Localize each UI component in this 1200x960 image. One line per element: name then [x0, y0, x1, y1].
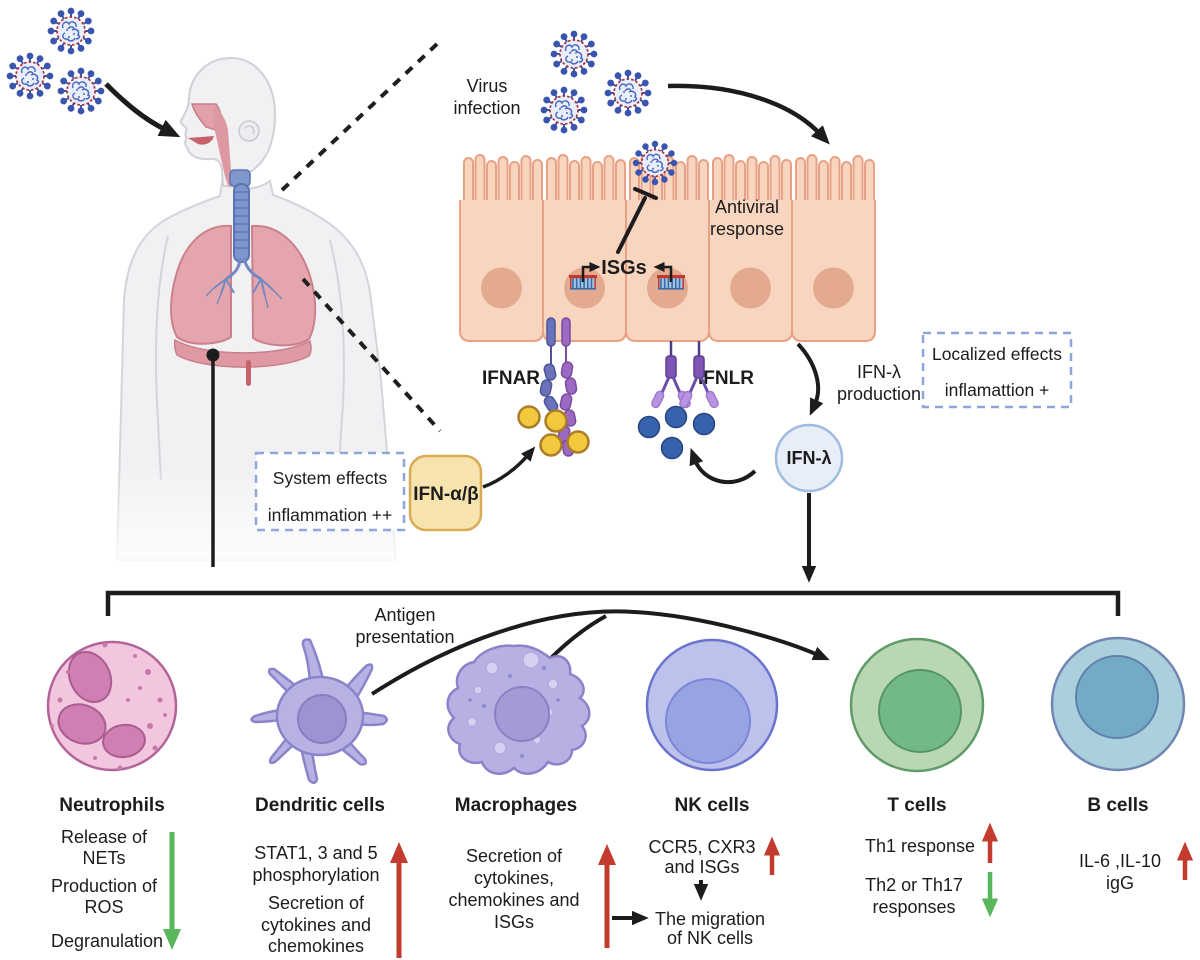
dendritic-cell: [250, 638, 388, 784]
system-effects-text: System effects: [273, 468, 388, 488]
trachea: [233, 183, 250, 263]
cell-name-dendritic: Dendritic cells: [255, 795, 385, 816]
neutrophil-effect: Release of: [61, 827, 148, 847]
cell-name-macrophages: Macrophages: [455, 795, 577, 816]
cell-name-neutrophils: Neutrophils: [59, 795, 165, 816]
dendritic-effect: Secretion of: [268, 893, 365, 913]
neutrophil-effect: NETs: [82, 848, 125, 868]
dendritic-effect: cytokines and: [261, 915, 371, 935]
system-effects-text: inflammation ++: [268, 505, 393, 525]
neutrophil-effect: Production of: [51, 876, 158, 896]
nk-effect: and ISGs: [664, 857, 739, 877]
ifn-lambda-molecules: [637, 405, 716, 460]
macrophage-effect: Secretion of: [466, 846, 563, 866]
neutrophil-effect: ROS: [84, 897, 123, 917]
left-lung: [170, 224, 232, 345]
mouth: [188, 136, 214, 145]
body-anchor-dot: [206, 348, 220, 362]
bronchi: [205, 257, 283, 309]
right-lung: [250, 224, 317, 347]
virus-cluster-inhaled: [6, 7, 105, 115]
pharynx: [214, 106, 242, 188]
t-cell: [849, 637, 985, 773]
ear: [238, 120, 260, 142]
diaphragm: [173, 338, 312, 368]
ifn-alpha-beta-node: [408, 454, 483, 532]
callout-dashed-line-lower: [301, 277, 442, 433]
antiviral-response-label: Antiviral: [715, 197, 779, 217]
antigen-presentation-branch: [547, 614, 607, 662]
epithelium: [459, 154, 876, 342]
t-effect: Th2 or Th17: [865, 875, 963, 895]
inhibition-tbar: [616, 187, 658, 254]
ifn-lambda-node: [774, 423, 844, 493]
nk-effect: of NK cells: [667, 928, 753, 948]
antigen-presentation-arrow: [370, 609, 830, 696]
ifn-ab-to-molecules-arrow: [482, 446, 536, 489]
antigen-presentation-label: Antigen: [374, 605, 435, 625]
localized-effects-box: [921, 331, 1073, 409]
isgs-right-arrow: [653, 262, 673, 282]
nk-effect: The migration: [655, 909, 765, 929]
macrophage-effect: cytokines,: [474, 868, 554, 888]
dendritic-effect: STAT1, 3 and 5: [254, 843, 377, 863]
nk-cell: [645, 638, 779, 772]
ifn-lambda-production-label: IFN-λ: [857, 362, 901, 382]
cells-bracket: [105, 590, 1121, 616]
macrophage-cell: [446, 644, 591, 775]
b-effect: IL-6 ,IL-10: [1079, 851, 1161, 871]
ifnar-receptor: [539, 317, 578, 457]
epithelium-to-ifn-lambda-arrow: [796, 342, 824, 416]
t-effect: responses: [872, 897, 955, 917]
macrophage-effect: ISGs: [494, 912, 534, 932]
t-effect: Th1 response: [865, 836, 975, 856]
isgs-label: ISGs: [601, 257, 647, 279]
ifn-alpha-beta-molecules: [517, 405, 590, 457]
b-cell: [1050, 636, 1186, 772]
ifn-lambda-label: IFN-λ: [787, 448, 832, 468]
ifn-lambda-to-molecules-arrow: [689, 447, 757, 485]
head-profile: [179, 56, 277, 187]
antigen-presentation-label: presentation: [355, 627, 454, 647]
cell-name-t: T cells: [887, 795, 946, 816]
virus-infection-label: infection: [453, 98, 520, 118]
callout-dashed-line-upper: [278, 42, 439, 194]
macrophage-effect: chemokines and: [448, 890, 579, 910]
neutrophil-cell: [46, 640, 178, 772]
localized-effects-text: inflamattion +: [945, 380, 1050, 400]
cell-name-nk: NK cells: [675, 795, 750, 816]
ifn-alpha-beta-label: IFN-α/β: [413, 484, 479, 505]
nk-effect: CCR5, CXR3: [648, 837, 755, 857]
ifn-lambda-production-label: production: [837, 384, 921, 404]
localized-effects-text: Localized effects: [932, 344, 1062, 364]
virus-to-epithelium-arrow: [667, 83, 830, 145]
inhalation-arrow: [104, 82, 181, 138]
ifnar-label: IFNAR: [482, 368, 540, 389]
ifnlr-receptor: [651, 341, 719, 409]
virus-infection-label: Virus: [467, 76, 508, 96]
cell-name-b: B cells: [1087, 795, 1148, 816]
neutrophil-effect: Degranulation: [51, 931, 163, 951]
isgs-left-arrow: [581, 262, 601, 282]
dendritic-effect: chemokines: [268, 936, 364, 956]
virus-cluster-infecting: [540, 30, 652, 134]
dendritic-effect: phosphorylation: [252, 865, 379, 885]
antiviral-response-label: response: [710, 219, 784, 239]
system-effects-box: [254, 451, 406, 532]
b-effect: igG: [1106, 873, 1134, 893]
ifnlr-label: IFNLR: [698, 368, 754, 389]
